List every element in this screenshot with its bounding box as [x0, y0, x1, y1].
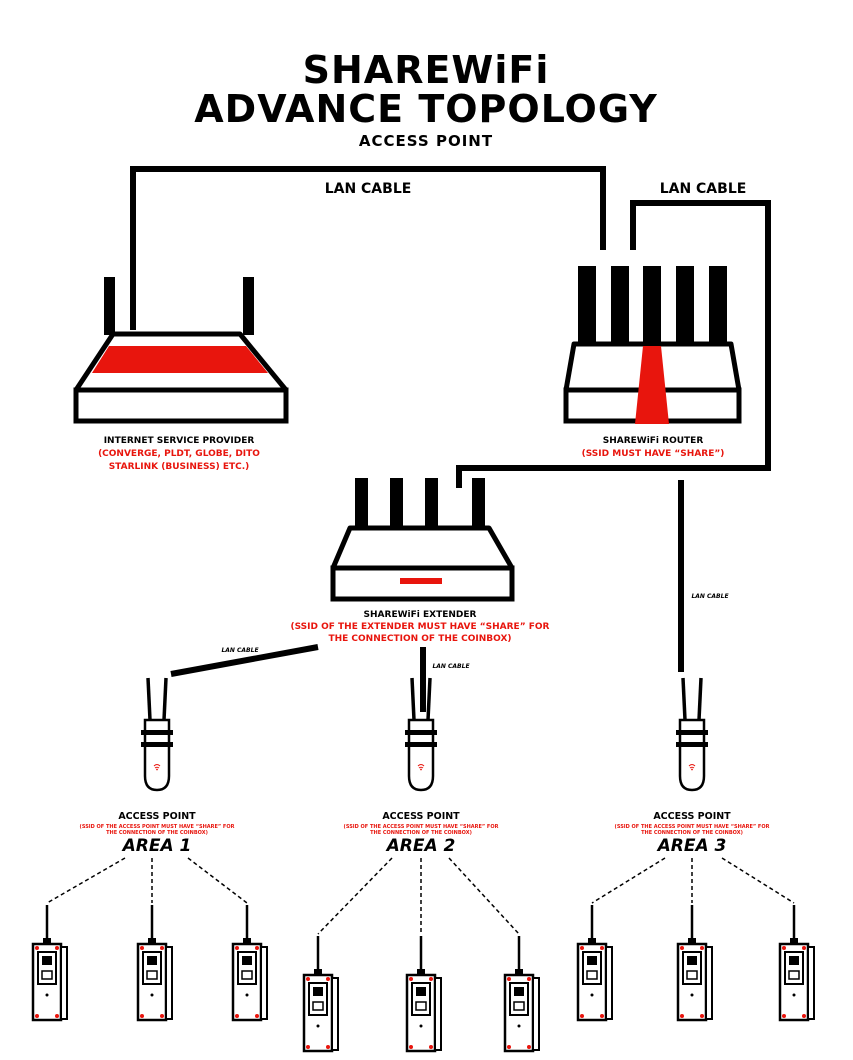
ap1-note-line1: (SSID OF THE ACCESS POINT MUST HAVE “SHA…	[80, 824, 235, 830]
title-subtitle: ACCESS POINT	[359, 132, 493, 150]
ap1-note-line2: THE CONNECTION OF THE COINBOX)	[106, 830, 208, 836]
ap3-area: AREA 3	[656, 836, 727, 856]
cable-isp-to-router	[130, 166, 606, 330]
extender-detail-line1: (SSID OF THE EXTENDER MUST HAVE “SHARE” …	[290, 622, 549, 632]
extender-icon	[330, 478, 515, 602]
wireless-links	[46, 857, 795, 935]
ap2-note-line1: (SSID OF THE ACCESS POINT MUST HAVE “SHA…	[344, 824, 499, 830]
coinbox-icon	[231, 903, 269, 1022]
coinbox-icon	[576, 903, 614, 1022]
title-line1: SHAREWiFi	[303, 48, 550, 92]
cable-label-extender-to-ap1: LAN CABLE	[221, 647, 259, 654]
coinbox-icon	[302, 934, 340, 1053]
ap2-note-line2: THE CONNECTION OF THE COINBOX)	[370, 830, 472, 836]
access-point-icon	[674, 676, 710, 792]
coinbox-icon	[31, 903, 69, 1022]
isp-detail-line2: STARLINK (BUSINESS) ETC.)	[109, 462, 250, 472]
isp-name: INTERNET SERVICE PROVIDER	[104, 436, 255, 446]
coinbox-icon	[778, 903, 816, 1022]
title-line2: ADVANCE TOPOLOGY	[194, 87, 657, 131]
coinbox-icon	[503, 934, 541, 1053]
cable-label-router-to-ap3: LAN CABLE	[691, 593, 729, 600]
cable-label-router-to-extender: LAN CABLE	[660, 181, 747, 197]
coinbox-icon	[676, 903, 714, 1022]
cable-label-extender-to-ap2: LAN CABLE	[432, 663, 470, 670]
ap1-label: ACCESS POINT	[118, 811, 196, 822]
ap3-note-line2: THE CONNECTION OF THE COINBOX)	[641, 830, 743, 836]
coinbox-icon	[405, 934, 443, 1053]
coinbox-icon	[136, 903, 174, 1022]
cable-label-isp-to-router: LAN CABLE	[325, 181, 412, 197]
ap1-area: AREA 1	[121, 836, 192, 856]
router-detail: (SSID MUST HAVE “SHARE”)	[582, 449, 725, 459]
extender-detail-line2: THE CONNECTION OF THE COINBOX)	[328, 634, 511, 644]
cable-extender-to-ap1	[170, 644, 319, 677]
router-name: SHAREWiFi ROUTER	[603, 436, 704, 446]
ap2-area: AREA 2	[385, 836, 456, 856]
access-point-icon	[139, 676, 175, 792]
ap2-label: ACCESS POINT	[382, 811, 460, 822]
isp-detail-line1: (CONVERGE, PLDT, GLOBE, DITO	[98, 449, 260, 459]
router-icon	[563, 266, 742, 424]
cable-router-to-extender	[456, 200, 771, 488]
ap3-label: ACCESS POINT	[653, 811, 731, 822]
modem-icon	[73, 277, 289, 424]
extender-name: SHAREWiFi EXTENDER	[364, 610, 477, 620]
ap3-note-line1: (SSID OF THE ACCESS POINT MUST HAVE “SHA…	[615, 824, 770, 830]
